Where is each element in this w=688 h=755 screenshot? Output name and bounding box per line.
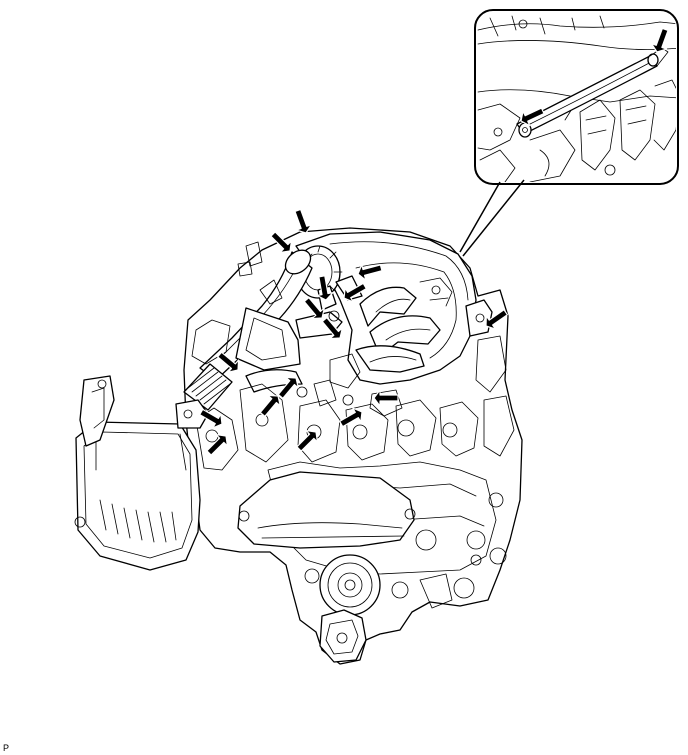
air-cleaner-box: [74, 375, 209, 571]
crank-pulley: [319, 554, 381, 616]
pointer-arrow-icon: [199, 408, 223, 429]
callout-leader: [459, 179, 525, 257]
pointer-arrow-icon: [259, 394, 281, 417]
engine-assembly: [74, 227, 523, 665]
pointer-arrow-icon: [206, 433, 229, 456]
pointer-arrow-icon: [343, 282, 367, 303]
pointer-arrow-icon: [217, 351, 240, 373]
pointer-arrow-icon: [321, 317, 343, 340]
pointer-arrow-icon: [520, 107, 545, 127]
pointer-arrow-icon: [294, 208, 313, 234]
pointer-arrow-icon: [303, 297, 325, 320]
pointer-arrow-icon: [339, 407, 363, 428]
pointer-arrow-icon: [277, 376, 299, 399]
detail-inset: [474, 9, 679, 185]
pointer-arrows: [199, 208, 508, 456]
pointer-arrow-icon: [650, 27, 669, 53]
pointer-arrow-icon: [316, 275, 334, 301]
pointer-arrow-icon: [296, 429, 319, 452]
pointer-arrow-icon: [357, 264, 383, 281]
figure-code-label: P: [3, 743, 10, 753]
pointer-arrow-icon: [485, 309, 508, 330]
pointer-arrow-icon: [373, 389, 399, 407]
pointer-arrow-icon: [270, 231, 293, 254]
